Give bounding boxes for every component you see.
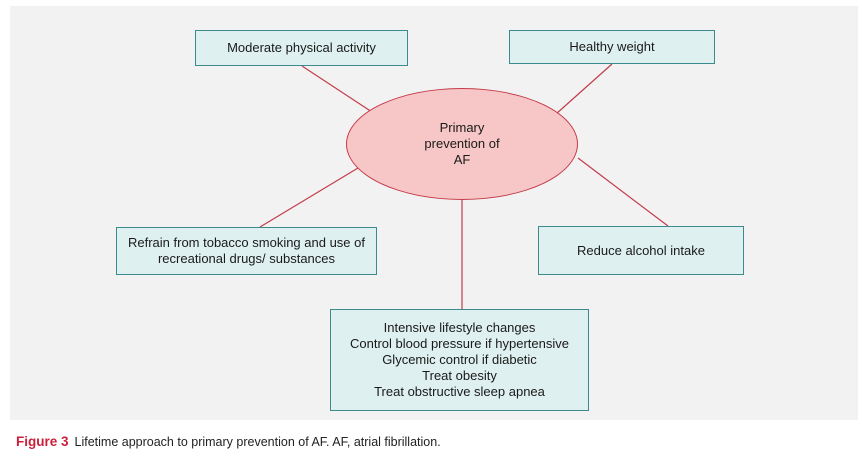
node-text: Healthy weight bbox=[569, 39, 655, 54]
caption-text: Lifetime approach to primary prevention … bbox=[74, 435, 441, 449]
connector-top-right bbox=[555, 63, 613, 115]
center-text-line: AF bbox=[453, 152, 471, 167]
figure-caption: Figure 3 Lifetime approach to primary pre… bbox=[16, 434, 846, 449]
node-healthy-weight: Healthy weight bbox=[509, 30, 715, 64]
node-text: Moderate physical activity bbox=[227, 40, 376, 55]
node-text-line: Treat obesity bbox=[422, 368, 497, 383]
node-refrain-tobacco-drugs: Refrain from tobacco smoking and use of … bbox=[116, 227, 377, 275]
node-reduce-alcohol: Reduce alcohol intake bbox=[538, 226, 744, 275]
node-text-line: Control blood pressure if hypertensive bbox=[350, 336, 569, 351]
node-moderate-physical-activity: Moderate physical activity bbox=[195, 30, 408, 66]
center-text-line: Primary bbox=[439, 120, 485, 135]
node-text-line: Refrain from tobacco smoking and use of bbox=[127, 235, 365, 250]
node-text-line: Treat obstructive sleep apnea bbox=[374, 384, 545, 399]
center-text-line: prevention of bbox=[424, 136, 500, 151]
node-text-line: Intensive lifestyle changes bbox=[383, 320, 536, 335]
node-text-line: recreational drugs/ substances bbox=[157, 251, 336, 266]
center-primary-prevention: Primary prevention of AF bbox=[346, 88, 578, 200]
node-intensive-lifestyle: Intensive lifestyle changes Control bloo… bbox=[330, 309, 589, 411]
figure-label: Figure 3 bbox=[16, 434, 69, 449]
connector-mid-right bbox=[577, 157, 669, 227]
node-text-line: Glycemic control if diabetic bbox=[382, 352, 537, 367]
connector-top-left bbox=[301, 65, 373, 113]
connector-mid-left bbox=[259, 167, 359, 228]
node-text: Reduce alcohol intake bbox=[577, 242, 705, 258]
